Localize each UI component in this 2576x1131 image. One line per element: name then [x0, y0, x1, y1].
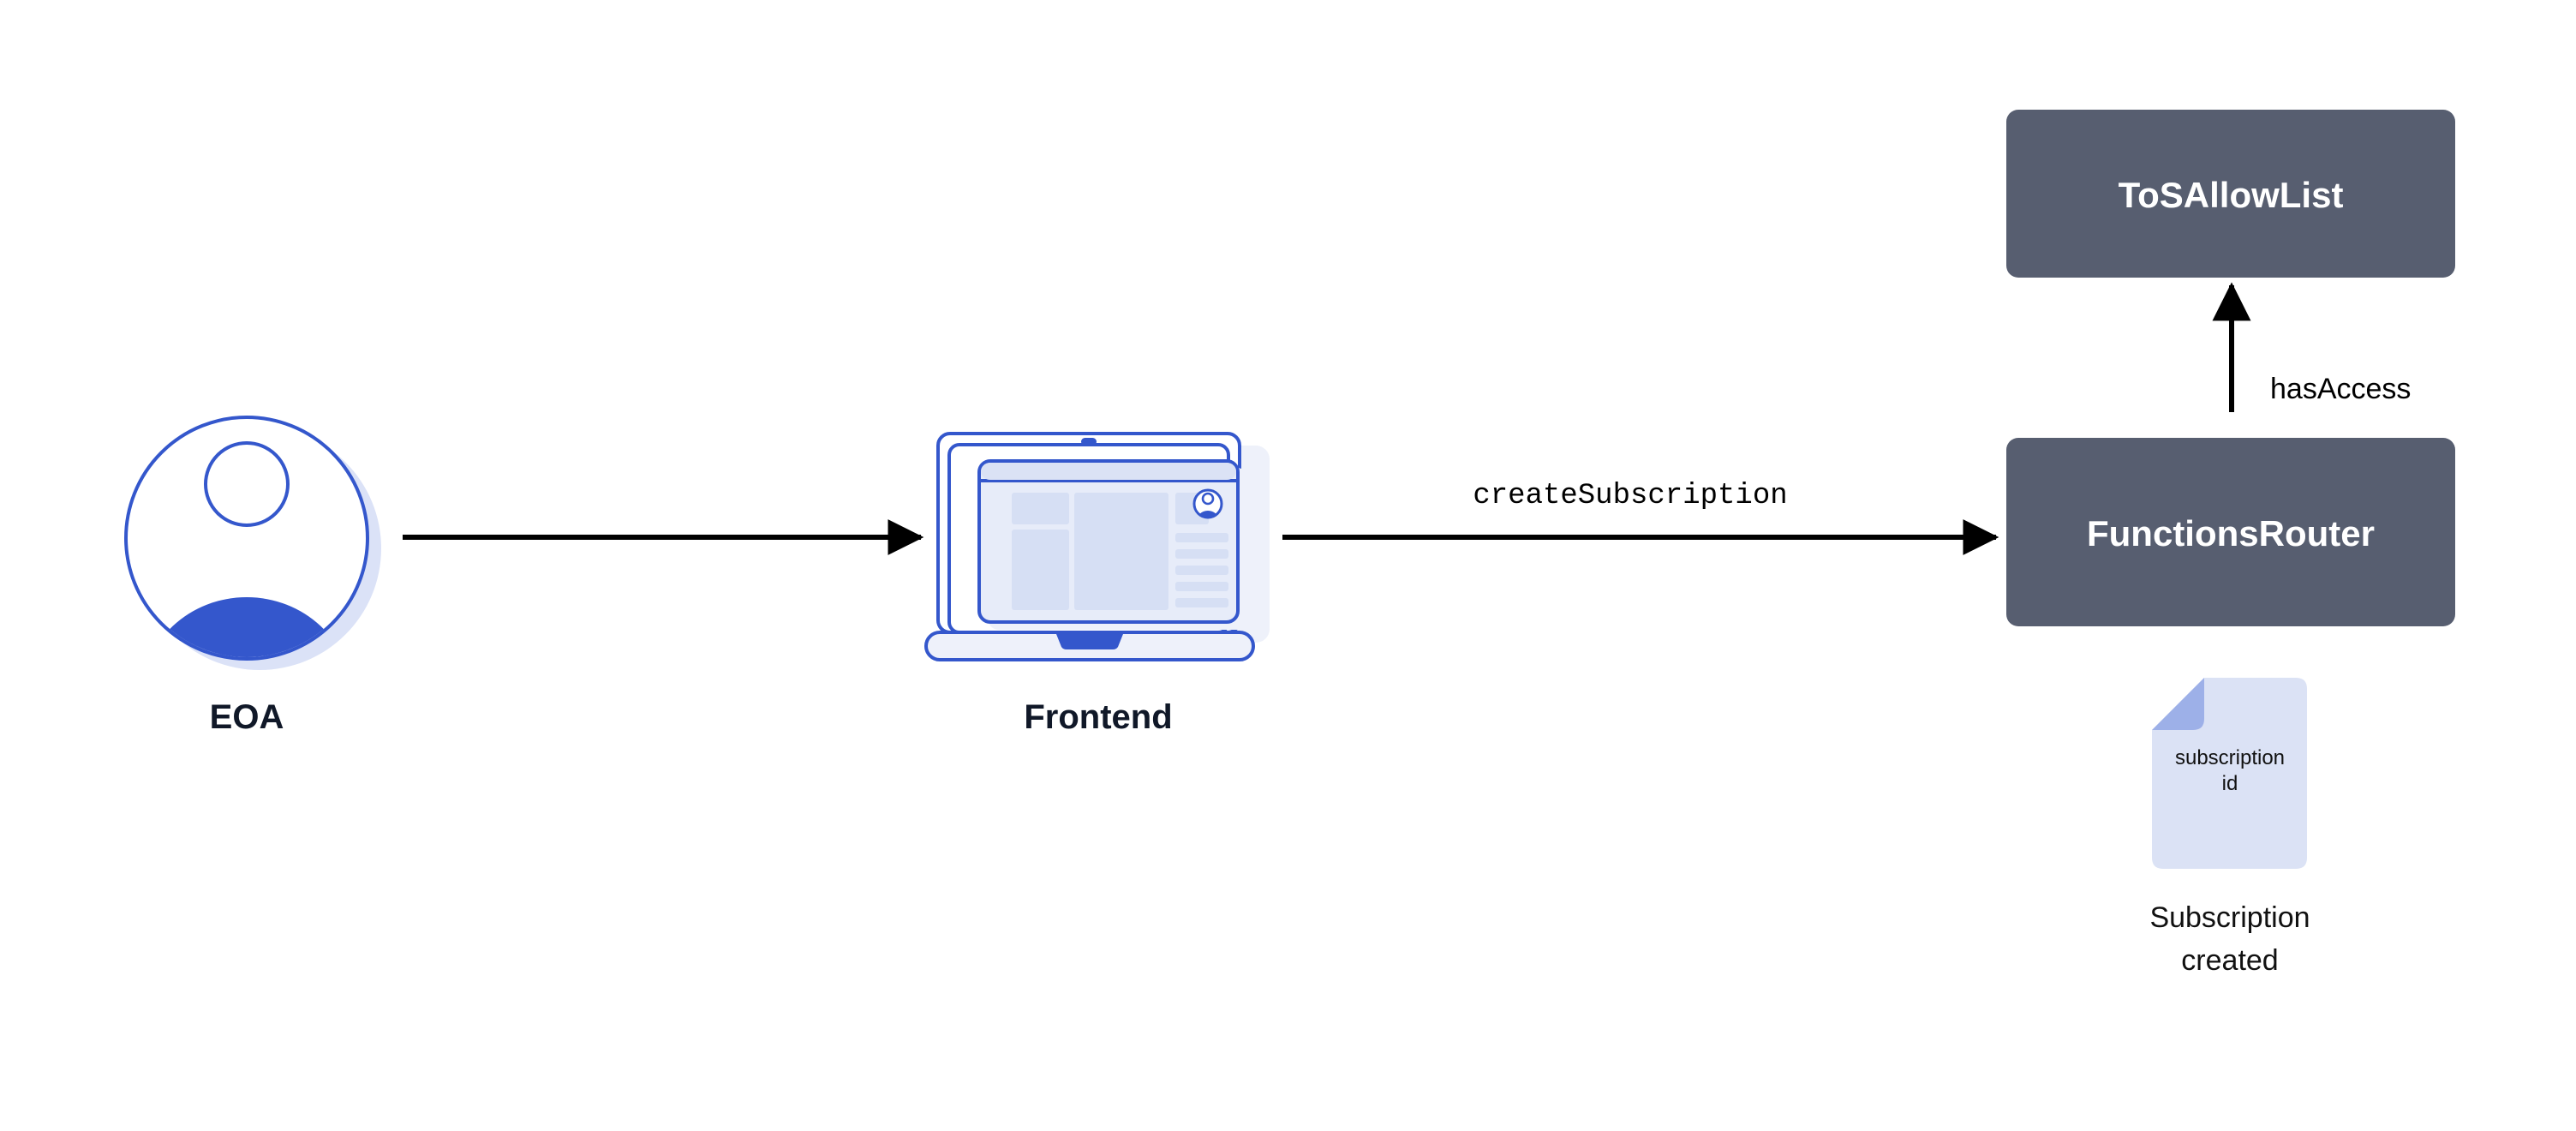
screen-list-line	[1175, 566, 1228, 575]
node-eoa[interactable]: EOA	[124, 416, 381, 794]
contract-box-label: FunctionsRouter	[2087, 513, 2375, 554]
avatar-body	[142, 597, 351, 657]
laptop-webcam-icon	[1081, 438, 1097, 446]
contract-box-label: ToSAllowList	[2119, 175, 2344, 215]
edge-router-to-allowlist: hasAccess	[2212, 282, 2411, 412]
screen-block-left-top	[1012, 493, 1069, 524]
node-label-frontend: Frontend	[1024, 698, 1172, 736]
document-icon-fold	[2152, 678, 2204, 730]
node-subscription-doc[interactable]: subscription id Subscription created	[2149, 678, 2310, 977]
contract-box-tos-allow-list[interactable]	[2006, 110, 2455, 278]
screen-block-left-bottom	[1012, 530, 1069, 610]
document-label-line-2: id	[2222, 772, 2238, 795]
laptop-trackpad-notch	[1056, 634, 1123, 649]
node-frontend[interactable]: Frontend	[924, 432, 1270, 736]
contract-box-functions-router[interactable]	[2006, 438, 2455, 626]
screen-list-line	[1175, 598, 1228, 607]
screen-list-line	[1175, 533, 1228, 542]
document-label-line-1: subscription	[2175, 746, 2285, 769]
document-caption-line-2: created	[2181, 944, 2278, 977]
screen-avatar-icon	[1192, 488, 1223, 519]
node-tos-allow-list[interactable]: ToSAllowList	[2006, 110, 2455, 278]
screen-block-center	[1074, 493, 1168, 610]
edge-label-create-subscription: createSubscription	[1473, 480, 1787, 512]
screen-list-line	[1175, 549, 1228, 559]
edge-label-has-access: hasAccess	[2270, 373, 2411, 405]
document-caption-line-1: Subscription	[2149, 901, 2310, 934]
user-avatar-icon	[124, 416, 369, 661]
edge-frontend-to-router: createSubscription	[1282, 480, 1999, 555]
screen-titlebar	[981, 463, 1236, 480]
node-label-eoa: EOA	[210, 698, 284, 736]
avatar-head	[204, 441, 290, 527]
node-functions-router[interactable]: FunctionsRouter	[2006, 438, 2455, 626]
screen-list-line	[1175, 582, 1228, 591]
